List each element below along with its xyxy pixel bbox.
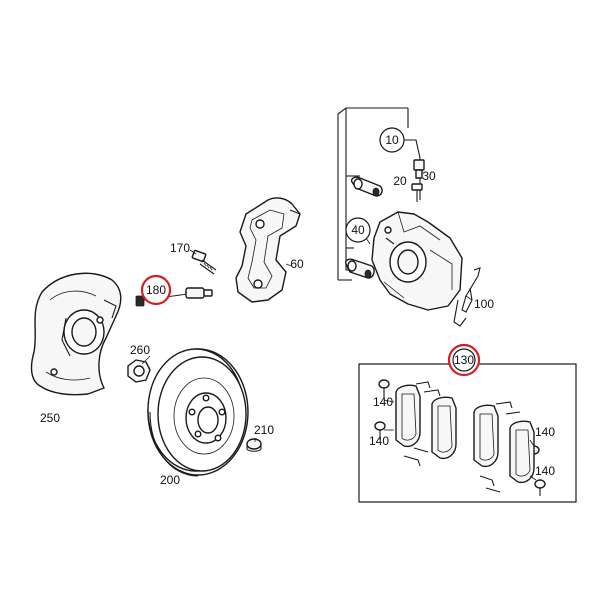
- guide-bushing-upper-part[interactable]: [350, 176, 383, 197]
- label-260: 260: [130, 343, 150, 357]
- leader-lines: [141, 237, 537, 481]
- label-200: 200: [160, 473, 180, 487]
- retaining-spring-part[interactable]: [453, 267, 481, 327]
- label-140-a: 140: [373, 395, 393, 409]
- brake-disc-part[interactable]: [147, 348, 249, 477]
- caliper-carrier-part[interactable]: [235, 197, 301, 303]
- wheel-nut-part[interactable]: [127, 359, 151, 383]
- label-30: 30: [422, 169, 436, 183]
- bolt-140-lower-left: [374, 421, 386, 440]
- bolt-140-upper-left: [378, 379, 390, 398]
- brake-pad-inner-left-part[interactable]: [395, 384, 421, 448]
- label-20: 20: [393, 174, 407, 188]
- brake-pad-outer-right-part[interactable]: [509, 420, 535, 484]
- bleeder-valve-part[interactable]: [411, 159, 425, 202]
- caliper-group-lines: [337, 107, 421, 281]
- label-140-b: 140: [369, 434, 389, 448]
- brake-caliper-part[interactable]: [371, 211, 463, 311]
- label-250: 250: [40, 411, 60, 425]
- label-210: 210: [254, 423, 274, 437]
- label-10: 10: [385, 133, 399, 147]
- label-170: 170: [170, 241, 190, 255]
- callout-10-circle: [379, 127, 405, 153]
- screw-210-part[interactable]: [246, 438, 262, 452]
- bolt-140-lower-right: [534, 479, 546, 496]
- pad-clip-pieces[interactable]: [403, 381, 521, 493]
- label-140-c: 140: [535, 425, 555, 439]
- brake-pad-inner-right-part[interactable]: [473, 404, 499, 468]
- guide-bushing-lower-part[interactable]: [344, 258, 375, 279]
- brake-pad-outer-left-part[interactable]: [431, 396, 457, 460]
- label-140-d: 140: [535, 464, 555, 478]
- callout-130-inner-circle: [452, 348, 476, 372]
- callout-40-circle: [345, 217, 371, 243]
- label-40: 40: [351, 223, 365, 237]
- bolt-170-part[interactable]: [191, 249, 217, 275]
- callout-180-highlight[interactable]: [140, 274, 172, 306]
- label-60: 60: [290, 257, 304, 271]
- label-130: 130: [454, 353, 474, 367]
- dust-shield-part[interactable]: [30, 272, 122, 396]
- label-180: 180: [146, 283, 166, 297]
- label-100: 100: [474, 297, 494, 311]
